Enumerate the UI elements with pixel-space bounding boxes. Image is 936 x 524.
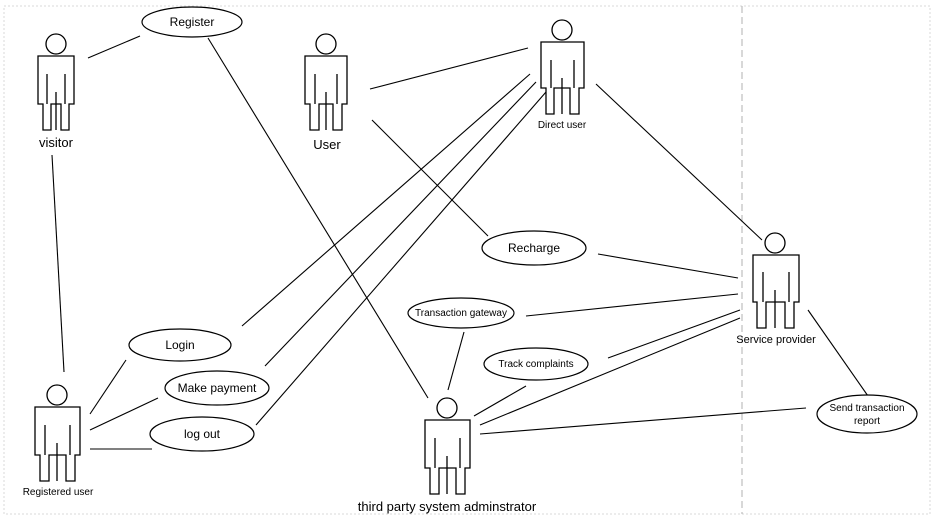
assoc-user-directuser (369, 47, 529, 90)
assoc-visitor-register (87, 35, 141, 59)
usecase-make-payment: Make payment (164, 370, 270, 406)
assoc-complaints-thirdparty (473, 385, 527, 417)
actor-label-user: User (313, 137, 341, 152)
actor-body (424, 419, 471, 495)
usecase-label-send-report-line2: report (854, 416, 880, 427)
usecase-ellipse (164, 370, 270, 406)
assoc-registered-makepayment (89, 397, 159, 431)
actor-label-registered-user: Registered user (23, 487, 94, 498)
usecase-ellipse (407, 297, 515, 329)
usecase-ellipse (128, 328, 232, 362)
actor-third-party-admin: third party system adminstrator (358, 397, 537, 514)
usecase-recharge: Recharge (481, 230, 587, 266)
usecase-login: Login (128, 328, 232, 362)
usecase-send-transaction-report: Send transaction report (816, 394, 918, 434)
assoc-registered-login (89, 359, 127, 415)
assoc-serviceprovider-sendreport (807, 309, 869, 397)
usecase-label-transaction-gateway: Transaction gateway (415, 308, 507, 319)
actor-label-third-party-admin: third party system adminstrator (358, 499, 537, 514)
actor-head (46, 384, 68, 406)
assoc-visitor-registered (51, 154, 65, 373)
assoc-user-recharge (371, 119, 489, 237)
usecase-track-complaints: Track complaints (483, 347, 589, 381)
actor-registered-user: Registered user (23, 384, 94, 498)
actor-user: User (304, 33, 348, 152)
assoc-thirdparty-sendreport (479, 407, 807, 435)
usecase-transaction-gateway: Transaction gateway (407, 297, 515, 329)
usecase-label-send-report-line1: Send transaction (829, 403, 904, 414)
usecase-label-log-out: log out (184, 427, 221, 441)
assoc-complaints-serviceprovider (607, 309, 741, 359)
usecase-label-recharge: Recharge (508, 241, 560, 255)
assoc-directuser-login (241, 73, 531, 327)
actor-service-provider: Service provider (736, 232, 816, 346)
usecase-label-register: Register (170, 15, 215, 29)
actor-visitor: visitor (37, 33, 75, 150)
assoc-thirdparty-serviceprovider (479, 317, 741, 426)
actor-head (764, 232, 786, 254)
usecase-ellipse (816, 394, 918, 434)
assoc-gateway-thirdparty (447, 331, 465, 391)
usecase-label-make-payment: Make payment (178, 381, 257, 395)
actor-label-service-provider: Service provider (736, 334, 816, 346)
usecase-log-out: log out (149, 416, 255, 452)
usecase-ellipse (141, 6, 243, 38)
actor-direct-user: Direct user (538, 19, 587, 131)
usecase-label-login: Login (165, 338, 194, 352)
actor-head (551, 19, 573, 41)
assoc-recharge-serviceprovider (597, 253, 739, 279)
actor-head (315, 33, 337, 55)
actor-head (45, 33, 67, 55)
actor-body (34, 406, 81, 482)
actor-body (37, 55, 75, 131)
diagram-frame (3, 5, 931, 515)
associations (51, 35, 869, 450)
assoc-directuser-serviceprovider (595, 83, 763, 241)
actor-label-visitor: visitor (39, 135, 74, 150)
usecase-register: Register (141, 6, 243, 38)
usecase-ellipse (149, 416, 255, 452)
assoc-register-thirdparty (207, 37, 429, 399)
actor-body (304, 55, 348, 131)
actor-body (540, 41, 585, 115)
usecase-ellipse (481, 230, 587, 266)
usecase-label-track-complaints: Track complaints (498, 359, 573, 370)
actor-body (752, 254, 800, 329)
usecase-ellipse (483, 347, 589, 381)
assoc-directuser-logout (255, 91, 547, 426)
assoc-directuser-makepayment (264, 81, 537, 367)
actor-head (436, 397, 458, 419)
actor-label-direct-user: Direct user (538, 120, 587, 131)
assoc-gateway-serviceprovider (525, 293, 739, 317)
